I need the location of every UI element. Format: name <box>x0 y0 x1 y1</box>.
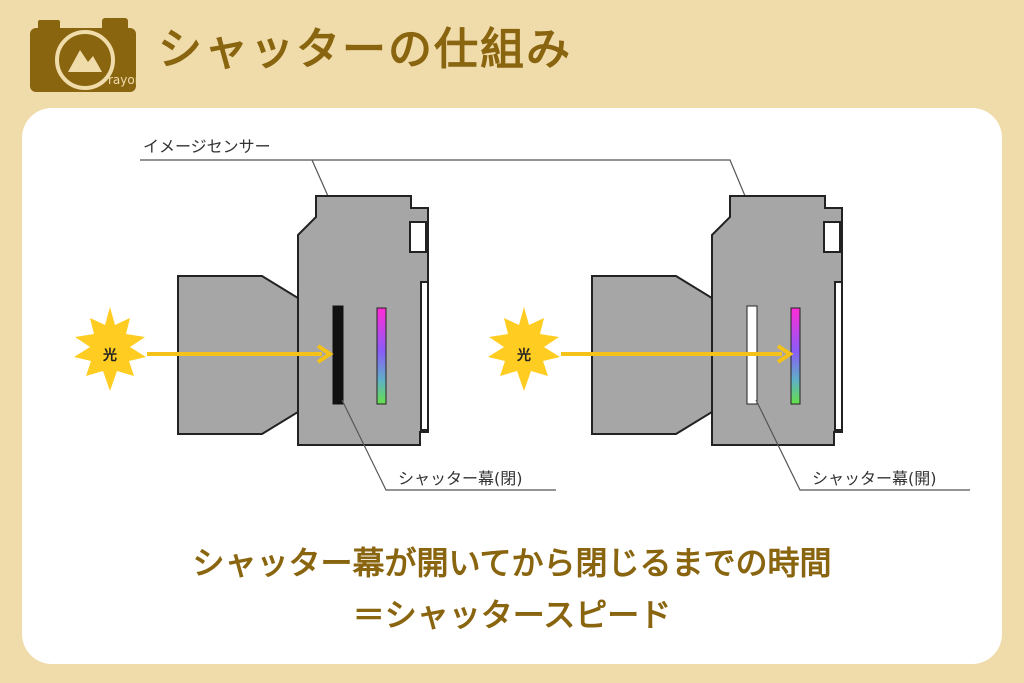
camera-logo-icon: rayon <box>30 18 140 92</box>
camera-left <box>74 195 429 446</box>
viewfinder-left <box>409 221 427 253</box>
light-arrow-left <box>316 344 334 364</box>
image-sensor-label: イメージセンサー <box>143 137 271 156</box>
header: rayon シャッターの仕組み <box>0 0 1024 100</box>
light-label-left: 光 <box>102 347 117 364</box>
camera-right <box>488 195 843 446</box>
shutter-closed-leader <box>341 399 556 491</box>
light-arrow-right <box>776 344 794 364</box>
lcd-right <box>834 281 843 431</box>
body-right <box>711 195 843 446</box>
image-sensor-left <box>376 307 387 405</box>
light-label-right: 光 <box>516 347 531 364</box>
light-burst-right <box>488 307 560 391</box>
body-left <box>297 195 429 446</box>
shutter-closed-label: シャッター幕(閉) <box>398 469 523 488</box>
caption-line-1: シャッター幕が開いてから閉じるまでの時間 <box>192 544 832 582</box>
shutter-curtain-closed <box>332 305 344 405</box>
shutter-open-leader <box>755 399 970 491</box>
page-title: シャッターの仕組み <box>158 24 572 75</box>
image-sensor-right <box>790 307 801 405</box>
shutter-open-label: シャッター幕(開) <box>812 469 937 488</box>
lcd-left <box>420 281 429 431</box>
light-burst-left <box>74 307 146 391</box>
viewfinder-right <box>823 221 841 253</box>
svg-text:rayon: rayon <box>108 73 140 87</box>
caption-line-2: ＝シャッタースピード <box>352 596 672 634</box>
